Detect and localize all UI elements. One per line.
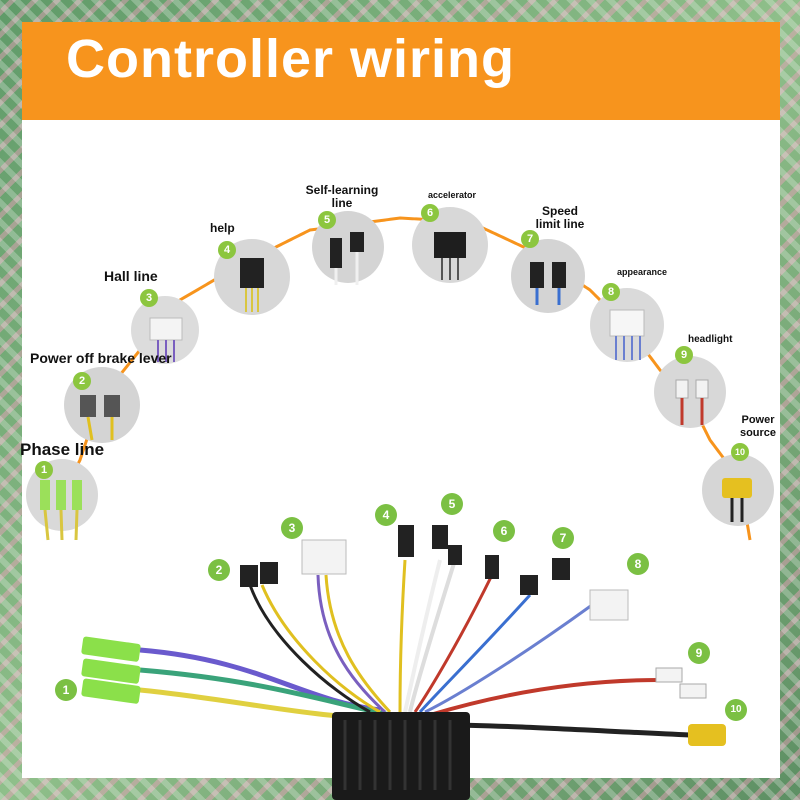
badge-2: 2 xyxy=(73,372,91,390)
label-speed-limit-line: Speed limit line xyxy=(535,204,585,231)
callout-9: 9 xyxy=(688,642,710,664)
label-power-source: Power source xyxy=(739,414,777,439)
badge-8: 8 xyxy=(602,283,620,301)
connector-circle-7 xyxy=(511,239,585,313)
callout-3: 3 xyxy=(281,517,303,539)
callout-1: 1 xyxy=(55,679,77,701)
badge-5: 5 xyxy=(318,211,336,229)
badge-9: 9 xyxy=(675,346,693,364)
badge-1: 1 xyxy=(35,461,53,479)
callout-2: 2 xyxy=(208,559,230,581)
badge-10: 10 xyxy=(731,443,749,461)
badge-7: 7 xyxy=(521,230,539,248)
label-appearance: appearance xyxy=(617,267,668,277)
connector-circle-5 xyxy=(312,211,384,285)
label-help: help xyxy=(210,221,235,235)
connector-circle-6 xyxy=(412,207,488,283)
connector-circle-9 xyxy=(654,356,726,428)
label-self-learning-line: Self-learning line xyxy=(305,183,379,210)
callout-4: 4 xyxy=(375,504,397,526)
label-phase-line: Phase line xyxy=(20,440,105,459)
badge-6: 6 xyxy=(421,204,439,222)
connector-circle-3 xyxy=(131,296,199,364)
label-hall-line: Hall line xyxy=(104,268,158,284)
title-banner xyxy=(22,22,780,120)
connector-circle-10 xyxy=(702,454,774,526)
badge-4: 4 xyxy=(218,241,236,259)
callout-5: 5 xyxy=(441,493,463,515)
callout-7: 7 xyxy=(552,527,574,549)
label-power-off-brake-lever: Power off brake lever xyxy=(30,350,172,366)
badge-3: 3 xyxy=(140,289,158,307)
page-title: Controller wiring xyxy=(66,29,515,89)
connector-circle-8 xyxy=(590,288,664,362)
callout-8: 8 xyxy=(627,553,649,575)
banner-curve xyxy=(22,120,780,152)
label-headlight: headlight xyxy=(688,334,733,345)
connector-circle-4 xyxy=(214,239,290,315)
callout-10: 10 xyxy=(725,699,747,721)
controller-harness xyxy=(81,525,726,800)
callout-6: 6 xyxy=(493,520,515,542)
label-accelerator: accelerator xyxy=(428,190,477,200)
